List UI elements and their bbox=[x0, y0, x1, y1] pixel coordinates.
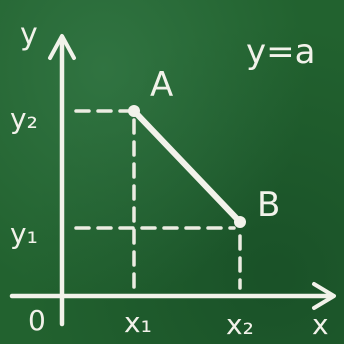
tick-label-y2: y₂ bbox=[10, 102, 38, 135]
point-b-label: B bbox=[257, 185, 280, 225]
segment-ab bbox=[131, 108, 243, 225]
point-a bbox=[128, 105, 140, 117]
point-a-label: A bbox=[150, 65, 173, 105]
origin-label: 0 bbox=[28, 304, 46, 337]
tick-label-x2: x₂ bbox=[226, 308, 254, 341]
x-axis-arrow bbox=[312, 282, 336, 310]
tick-label-x1: x₁ bbox=[124, 306, 152, 339]
x-axis-label: x bbox=[312, 308, 329, 341]
point-b bbox=[234, 216, 246, 228]
formula-label: y=a bbox=[246, 32, 315, 72]
tick-label-y1: y₁ bbox=[10, 217, 38, 250]
y-axis-label: y bbox=[20, 17, 38, 52]
y-axis-arrow bbox=[48, 34, 76, 60]
